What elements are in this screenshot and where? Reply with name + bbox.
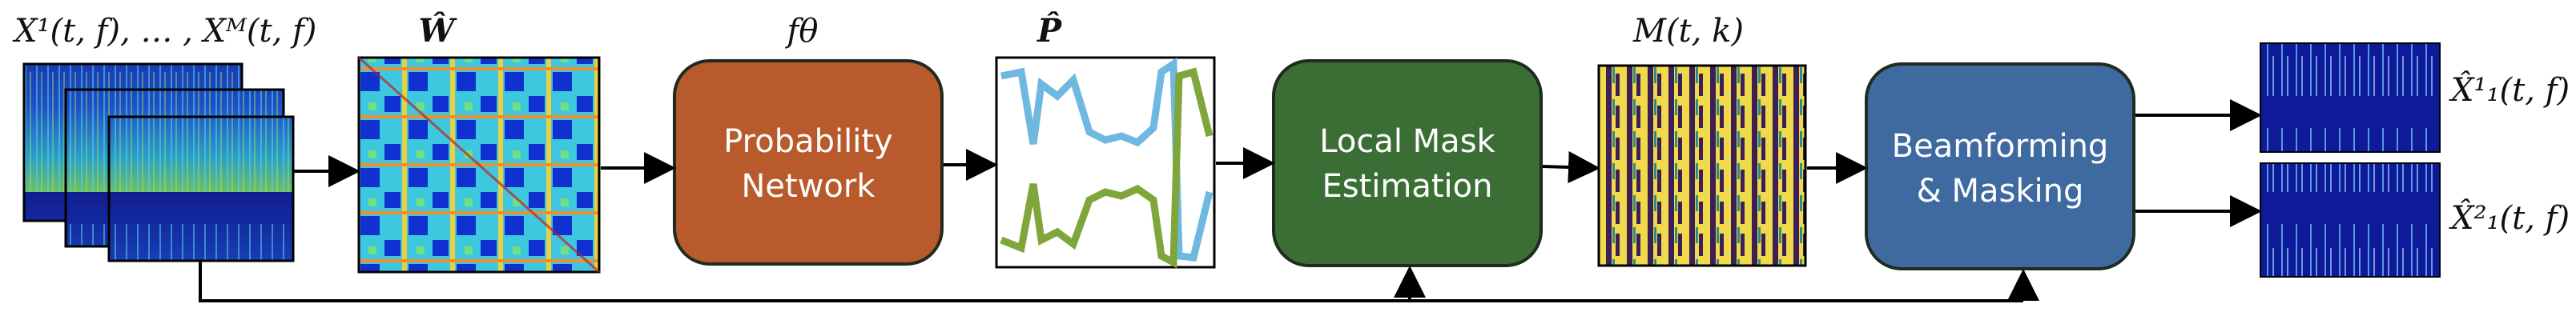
probability-network-line2: Network	[741, 168, 875, 205]
input-spectrogram-stack	[22, 62, 295, 262]
w-hat-label: Ŵ	[419, 12, 458, 50]
output-label-1: X̂¹₁(t, f)	[2449, 72, 2570, 109]
beamforming-line2: & Masking	[1917, 173, 2084, 210]
output-label-2: X̂²₁(t, f)	[2449, 200, 2570, 237]
probability-network-block: Probability Network	[673, 59, 944, 266]
mask-image	[1597, 64, 1807, 267]
output-spectrogram-1	[2260, 42, 2441, 153]
p-hat-plot	[995, 56, 1216, 269]
mask-label: M(t, k)	[1632, 13, 1744, 50]
local-mask-line1: Local Mask	[1319, 123, 1495, 160]
beamforming-line1: Beamforming	[1892, 128, 2109, 165]
beamforming-masking-block: Beamforming & Masking	[1865, 62, 2135, 270]
flow-arrows	[199, 99, 2262, 302]
local-mask-estimation-block: Local Mask Estimation	[1272, 59, 1543, 267]
f-theta-label: fθ	[785, 13, 819, 50]
skip-connection-line	[199, 261, 2023, 302]
local-mask-line2: Estimation	[1322, 168, 1492, 205]
arrow-mask-est-to-mask	[1542, 151, 1600, 183]
input-label: X¹(t, f), … , Xᴹ(t, f)	[12, 13, 316, 50]
output-spectrogram-2	[2260, 162, 2441, 278]
p-hat-label: P̂	[1036, 12, 1063, 50]
probability-network-line1: Probability	[723, 123, 892, 160]
